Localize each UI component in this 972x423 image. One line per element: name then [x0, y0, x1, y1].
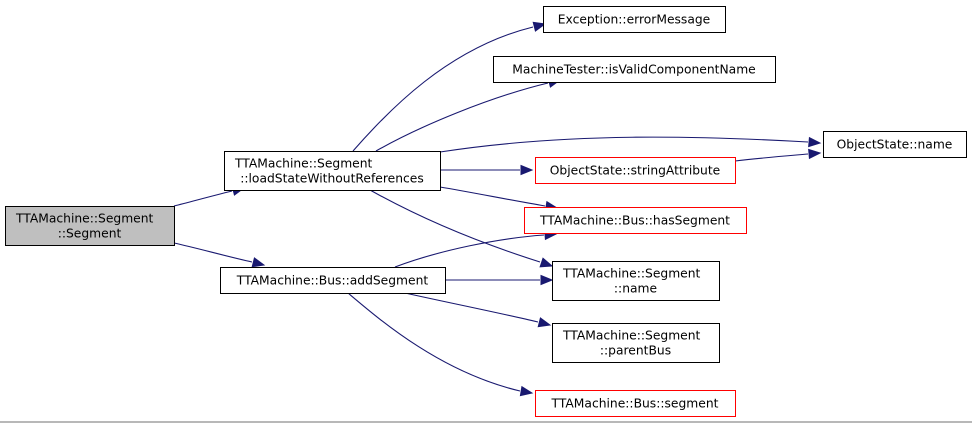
node-box: [224, 151, 441, 191]
edge-load_state-to-string_attribute: [440, 164, 534, 176]
node-label-line: ::name: [614, 282, 657, 296]
edge-string_attribute-to-objectstate_name: [734, 148, 822, 162]
node-label-line: ObjectState::name: [837, 138, 953, 152]
edge-line: [347, 292, 521, 392]
node-box: [493, 56, 776, 83]
arrowhead: [532, 21, 547, 32]
node-objectstate-name[interactable]: ObjectState::name: [823, 131, 967, 158]
edge-load_state-to-error_message: [352, 21, 547, 152]
edge-line: [439, 186, 546, 207]
node-label-line: TTAMachine::Bus::addSegment: [236, 274, 429, 288]
edge-line: [404, 292, 539, 323]
node-segment-name[interactable]: TTAMachine::Segment::name: [552, 261, 720, 301]
node-label-line: TTAMachine::Segment: [234, 157, 373, 171]
edge-add_segment-to-bus_segment: [347, 292, 534, 397]
bottom-divider: [0, 421, 972, 423]
edge-line: [173, 242, 253, 263]
node-add-segment[interactable]: TTAMachine::Bus::addSegment: [220, 267, 446, 294]
node-label-line: TTAMachine::Segment: [562, 329, 701, 343]
node-is-valid-component-name[interactable]: MachineTester::isValidComponentName: [493, 56, 776, 83]
node-label-line: MachineTester::isValidComponentName: [512, 63, 756, 77]
node-box: [543, 6, 726, 33]
node-box: [5, 206, 175, 246]
node-label-line: TTAMachine::Segment: [15, 212, 154, 226]
edge-add_segment-to-parent_bus: [404, 292, 552, 328]
node-label-line: TTAMachine::Bus::hasSegment: [539, 214, 730, 228]
node-box: [552, 261, 720, 301]
edge-line: [439, 136, 809, 153]
edge-load_state-to-segment_name: [369, 189, 554, 268]
node-label-line: ::loadStateWithoutReferences: [240, 172, 424, 186]
node-load-state[interactable]: TTAMachine::Segment::loadStateWithoutRef…: [224, 151, 441, 191]
node-label-line: TTAMachine::Segment: [562, 267, 701, 281]
arrowhead: [520, 164, 534, 176]
node-label-line: TTAMachine::Bus::segment: [551, 397, 719, 411]
node-box: [535, 157, 736, 184]
nodes-layer: TTAMachine::Segment::SegmentTTAMachine::…: [5, 6, 967, 417]
node-has-segment[interactable]: TTAMachine::Bus::hasSegment: [524, 207, 747, 234]
node-label-line: ::Segment: [58, 227, 122, 241]
node-label-line: Exception::errorMessage: [558, 13, 710, 27]
edge-root-to-add_segment: [173, 242, 266, 268]
arrowhead: [540, 274, 554, 286]
arrowhead: [251, 257, 266, 268]
node-error-message[interactable]: Exception::errorMessage: [543, 6, 726, 33]
node-box: [823, 131, 967, 158]
edge-line: [394, 234, 545, 268]
edge-add_segment-to-has_segment: [394, 229, 558, 268]
arrowhead: [808, 148, 822, 160]
edge-add_segment-to-segment_name: [445, 274, 554, 286]
node-bus-segment[interactable]: TTAMachine::Bus::segment: [535, 390, 736, 417]
node-box: [524, 207, 747, 234]
edge-load_state-to-is_valid_component_name: [375, 77, 562, 152]
edge-line: [369, 189, 541, 263]
arrowhead: [519, 385, 534, 397]
node-label-line: ::parentBus: [600, 344, 671, 358]
node-box: [552, 323, 720, 363]
arrowhead: [537, 317, 552, 328]
node-parent-bus[interactable]: TTAMachine::Segment::parentBus: [552, 323, 720, 363]
edge-load_state-to-objectstate_name: [439, 136, 822, 153]
node-box: [535, 390, 736, 417]
node-root: TTAMachine::Segment::Segment: [5, 206, 175, 246]
arrowhead: [808, 136, 822, 148]
arrowhead: [539, 257, 554, 268]
node-box: [220, 267, 446, 294]
node-label-line: ObjectState::stringAttribute: [550, 164, 720, 178]
edge-line: [173, 190, 233, 207]
edge-line: [375, 82, 549, 152]
node-string-attribute[interactable]: ObjectState::stringAttribute: [535, 157, 736, 184]
edge-line: [352, 26, 534, 152]
edge-line: [734, 153, 809, 162]
